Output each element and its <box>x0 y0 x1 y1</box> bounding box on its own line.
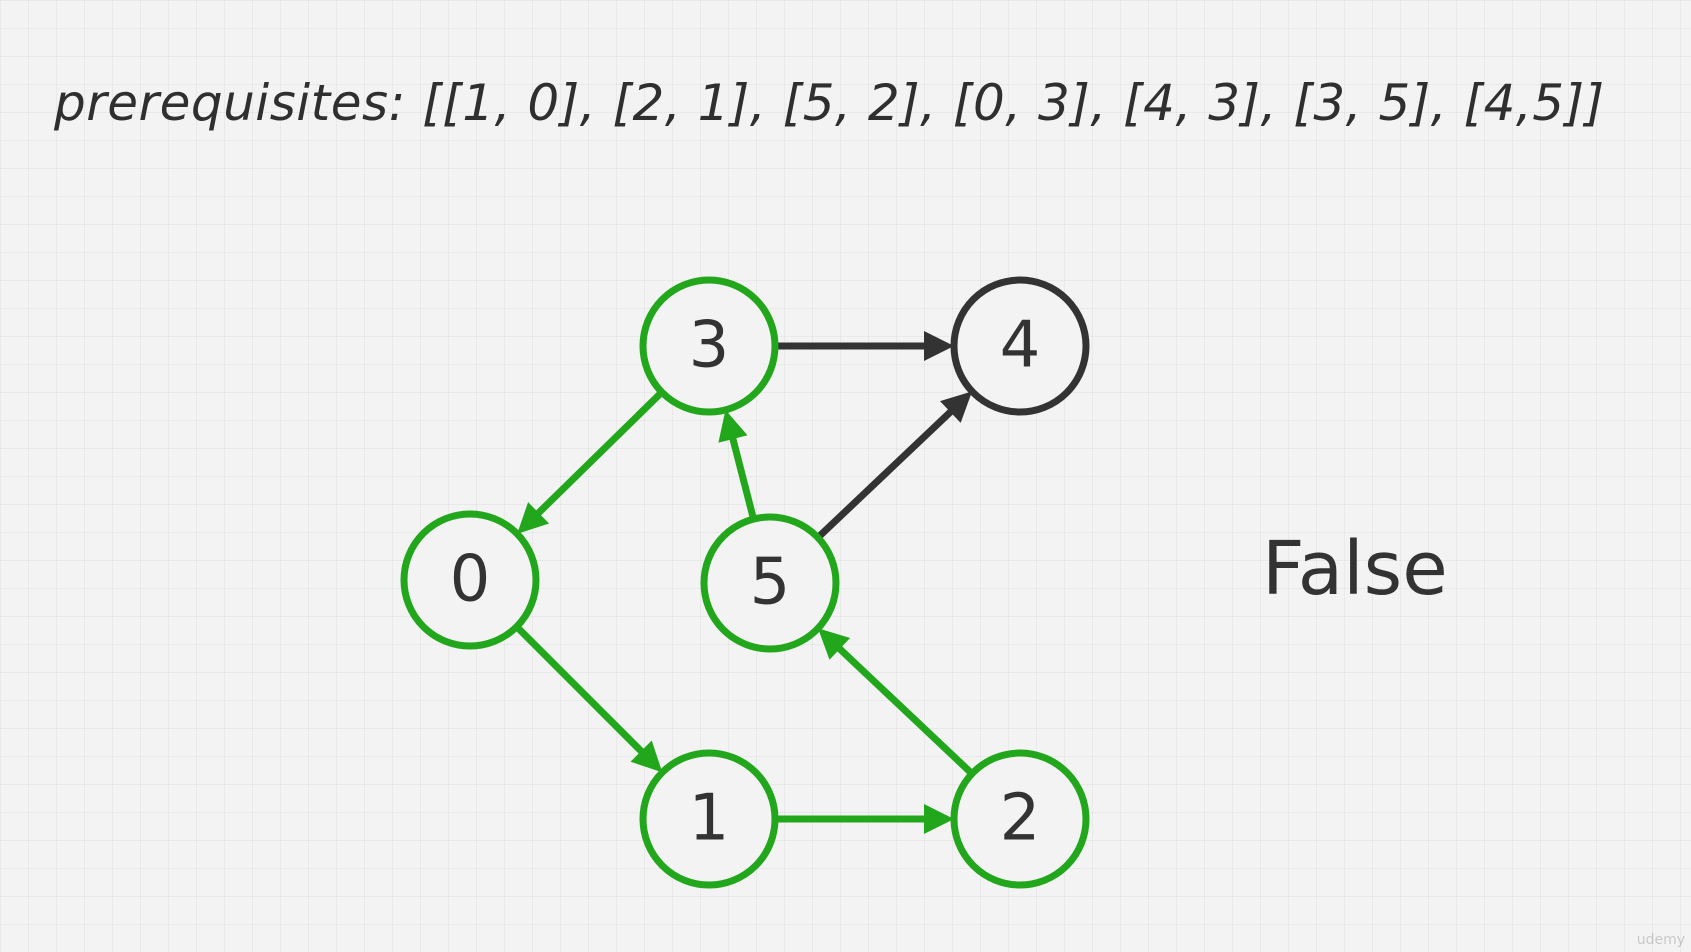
result-label: False <box>1262 526 1448 612</box>
edge-arrowhead <box>924 804 954 834</box>
edge-3-to-0 <box>517 389 665 534</box>
edge-line <box>835 644 975 777</box>
edge-2-to-5 <box>817 628 975 777</box>
node-0: 0 <box>400 510 540 650</box>
prerequisites-title: prerequisites: [[1, 0], [2, 1], [5, 2], … <box>54 74 1605 132</box>
edge-arrowhead <box>718 409 748 443</box>
edge-1-to-2 <box>775 804 954 834</box>
node-5: 5 <box>700 513 840 653</box>
edge-arrowhead <box>517 502 550 534</box>
node-label: 2 <box>1000 782 1041 856</box>
edge-line <box>534 389 665 517</box>
node-circle <box>400 510 540 650</box>
node-label: 1 <box>689 782 730 856</box>
node-circle <box>639 276 779 416</box>
edge-5-to-4 <box>815 391 973 541</box>
node-circle <box>639 749 779 889</box>
watermark-logo: udemy <box>1636 932 1685 948</box>
node-circle <box>700 513 840 653</box>
node-2: 2 <box>950 749 1090 889</box>
node-label: 4 <box>1000 309 1041 383</box>
node-circle <box>950 749 1090 889</box>
edges-layer <box>514 331 975 834</box>
edge-line <box>514 624 646 756</box>
node-3: 3 <box>639 276 779 416</box>
edge-line <box>729 436 757 520</box>
nodes-layer: 0 1 2 3 4 5 <box>400 276 1090 889</box>
edge-3-to-4 <box>775 331 954 361</box>
edge-arrowhead <box>940 391 973 423</box>
edge-5-to-3 <box>718 409 757 520</box>
node-circle <box>950 276 1090 416</box>
edge-arrowhead <box>817 628 851 660</box>
node-label: 3 <box>689 309 730 383</box>
node-4: 4 <box>950 276 1090 416</box>
node-1: 1 <box>639 749 779 889</box>
node-label: 0 <box>450 543 491 617</box>
edge-0-to-1 <box>514 624 663 773</box>
node-label: 5 <box>750 546 791 620</box>
edge-line <box>815 408 955 541</box>
edge-arrowhead <box>924 331 954 361</box>
edge-arrowhead <box>630 740 663 773</box>
